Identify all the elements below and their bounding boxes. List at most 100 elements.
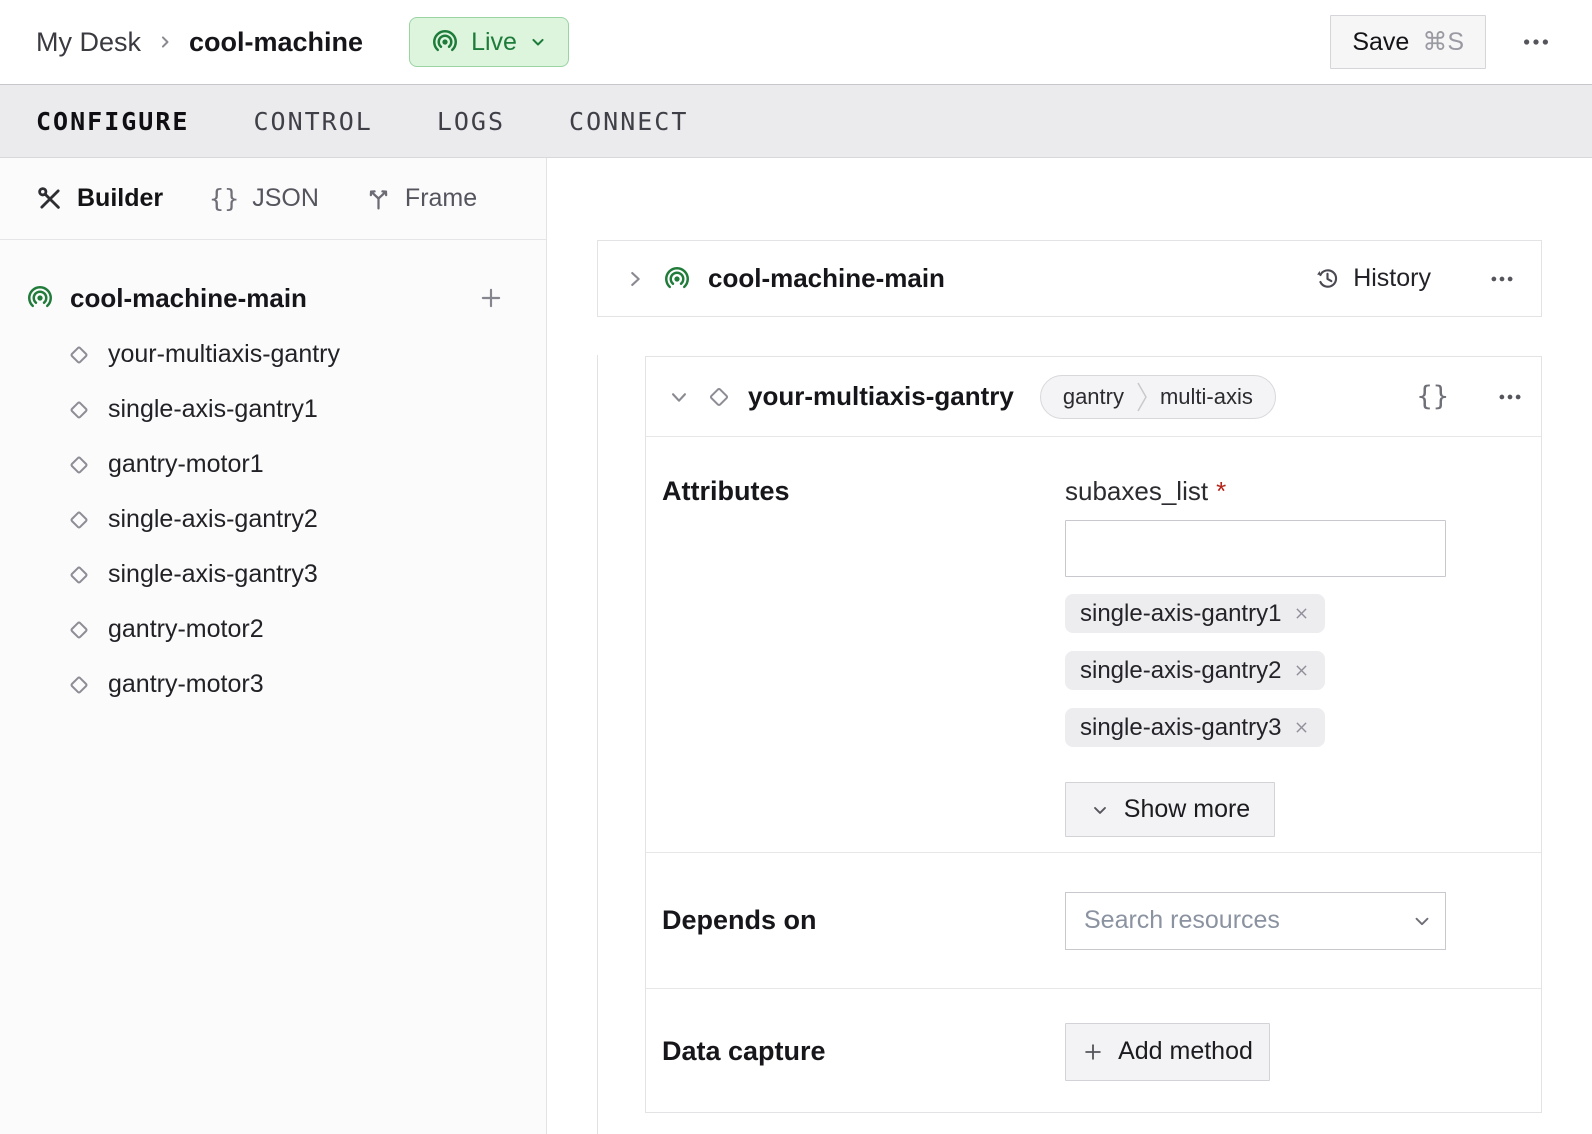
mode-frame-label: Frame: [404, 184, 478, 212]
component-tree: cool-machine-main your-multiaxis-gantry …: [0, 240, 546, 712]
mode-frame[interactable]: Frame: [365, 184, 477, 213]
tree-item-your-multiaxis-gantry[interactable]: your-multiaxis-gantry: [0, 327, 546, 382]
diamond-icon: [65, 616, 93, 644]
depends-on-section: Depends on Search resources: [646, 853, 1541, 989]
chip-label: single-axis-gantry3: [1080, 713, 1282, 741]
diamond-icon: [65, 396, 93, 424]
tools-icon: [36, 185, 64, 213]
braces-icon: {}: [209, 184, 240, 213]
type-tag-gantry: gantry: [1062, 383, 1124, 409]
tab-logs[interactable]: LOGS: [436, 106, 506, 136]
diamond-icon: [65, 451, 93, 479]
tree-item-label: gantry-motor2: [108, 615, 264, 643]
live-label: Live: [471, 27, 517, 56]
depends-on-label: Depends on: [662, 905, 817, 935]
attributes-section-label: Attributes: [662, 476, 790, 506]
tree-connector-line: [597, 355, 598, 1134]
tree-item-label: gantry-motor1: [108, 450, 264, 478]
attributes-section: Attributes subaxes_list* single-axis-gan…: [646, 437, 1541, 853]
depends-on-select[interactable]: Search resources: [1065, 891, 1446, 950]
attributes-content: subaxes_list* single-axis-gantry1 single…: [1065, 476, 1541, 837]
collapse-chevron-icon[interactable]: [668, 386, 690, 408]
tree-root-item[interactable]: cool-machine-main: [0, 269, 546, 327]
chip-remove-icon[interactable]: [1293, 605, 1310, 622]
tree-root-label: cool-machine-main: [70, 282, 307, 313]
subaxes-input[interactable]: [1065, 520, 1446, 577]
tree-item-label: gantry-motor3: [108, 670, 264, 698]
broadcast-icon: [25, 283, 55, 313]
broadcast-icon: [662, 264, 692, 294]
diamond-icon: [65, 341, 93, 369]
code-braces-button[interactable]: {}: [1416, 381, 1449, 412]
tree-item-label: single-axis-gantry1: [108, 395, 318, 423]
main-nav-tabs: CONFIGURE CONTROL LOGS CONNECT: [0, 84, 1592, 158]
mode-builder-label: Builder: [77, 184, 164, 212]
machine-part-title: cool-machine-main: [708, 263, 945, 293]
plus-icon: [1082, 1041, 1104, 1063]
save-button[interactable]: Save ⌘S: [1330, 15, 1486, 69]
diamond-icon: [65, 561, 93, 589]
tree-item-label: single-axis-gantry2: [108, 505, 318, 533]
history-icon: [1314, 265, 1341, 292]
chevron-down-icon: [528, 32, 548, 52]
machine-part-menu-button[interactable]: [1485, 262, 1519, 296]
type-tag-multi-axis: multi-axis: [1159, 383, 1253, 409]
tree-item-gantry-motor2[interactable]: gantry-motor2: [0, 602, 546, 657]
tree-item-single-axis-gantry1[interactable]: single-axis-gantry1: [0, 382, 546, 437]
chip-single-axis-gantry3: single-axis-gantry3: [1065, 708, 1326, 747]
tree-item-gantry-motor3[interactable]: gantry-motor3: [0, 657, 546, 712]
tree-item-single-axis-gantry2[interactable]: single-axis-gantry2: [0, 492, 546, 547]
component-card-header: your-multiaxis-gantry gantry multi-axis …: [646, 357, 1541, 437]
pill-divider-icon: [1137, 379, 1147, 415]
save-shortcut: ⌘S: [1422, 28, 1464, 56]
chevron-down-icon: [1411, 910, 1433, 932]
chip-single-axis-gantry1: single-axis-gantry1: [1065, 594, 1326, 633]
tab-connect[interactable]: CONNECT: [569, 106, 689, 136]
show-more-label: Show more: [1123, 795, 1251, 823]
live-status-button[interactable]: Live: [409, 17, 569, 67]
diamond-icon: [65, 671, 93, 699]
component-card: your-multiaxis-gantry gantry multi-axis …: [645, 356, 1542, 1113]
add-method-label: Add method: [1118, 1037, 1253, 1065]
subaxes-chip-list: single-axis-gantry1 single-axis-gantry2: [1065, 594, 1541, 747]
breadcrumb-parent[interactable]: My Desk: [36, 26, 142, 57]
component-title: your-multiaxis-gantry: [748, 381, 1014, 411]
history-button[interactable]: History: [1314, 264, 1431, 293]
view-mode-bar: Builder {} JSON Frame: [0, 158, 546, 240]
machine-part-card: cool-machine-main History: [597, 240, 1542, 317]
mode-builder[interactable]: Builder: [36, 184, 163, 213]
chip-label: single-axis-gantry1: [1080, 599, 1282, 627]
chip-remove-icon[interactable]: [1293, 719, 1310, 736]
tree-item-label: single-axis-gantry3: [108, 560, 318, 588]
tree-item-single-axis-gantry3[interactable]: single-axis-gantry3: [0, 547, 546, 602]
expand-chevron-icon[interactable]: [624, 268, 646, 290]
show-more-button[interactable]: Show more: [1065, 782, 1275, 837]
breadcrumb-chevron-icon: [155, 32, 175, 52]
history-label: History: [1353, 264, 1431, 292]
data-capture-label: Data capture: [662, 1036, 826, 1066]
frame-axes-icon: [365, 185, 392, 212]
chip-label: single-axis-gantry2: [1080, 656, 1282, 684]
chip-single-axis-gantry2: single-axis-gantry2: [1065, 651, 1326, 690]
tree-item-label: your-multiaxis-gantry: [108, 340, 341, 368]
config-sidebar: Builder {} JSON Frame: [0, 158, 547, 1134]
chip-remove-icon[interactable]: [1293, 662, 1310, 679]
add-component-button[interactable]: [478, 285, 504, 311]
depends-on-placeholder: Search resources: [1084, 906, 1280, 934]
main-panel: cool-machine-main History: [548, 158, 1592, 1134]
component-menu-button[interactable]: [1493, 380, 1527, 414]
chevron-down-icon: [1090, 800, 1110, 820]
diamond-icon: [704, 382, 734, 412]
more-menu-button[interactable]: [1516, 22, 1556, 62]
add-method-button[interactable]: Add method: [1065, 1022, 1270, 1081]
tree-item-gantry-motor1[interactable]: gantry-motor1: [0, 437, 546, 492]
diamond-icon: [65, 506, 93, 534]
broadcast-icon: [430, 27, 460, 57]
tab-control[interactable]: CONTROL: [253, 106, 373, 136]
mode-json[interactable]: {} JSON: [209, 184, 319, 213]
component-type-pill: gantry multi-axis: [1039, 374, 1276, 419]
tab-configure[interactable]: CONFIGURE: [36, 106, 190, 136]
subaxes-field-label: subaxes_list: [1065, 476, 1209, 506]
breadcrumb-current: cool-machine: [189, 26, 364, 57]
